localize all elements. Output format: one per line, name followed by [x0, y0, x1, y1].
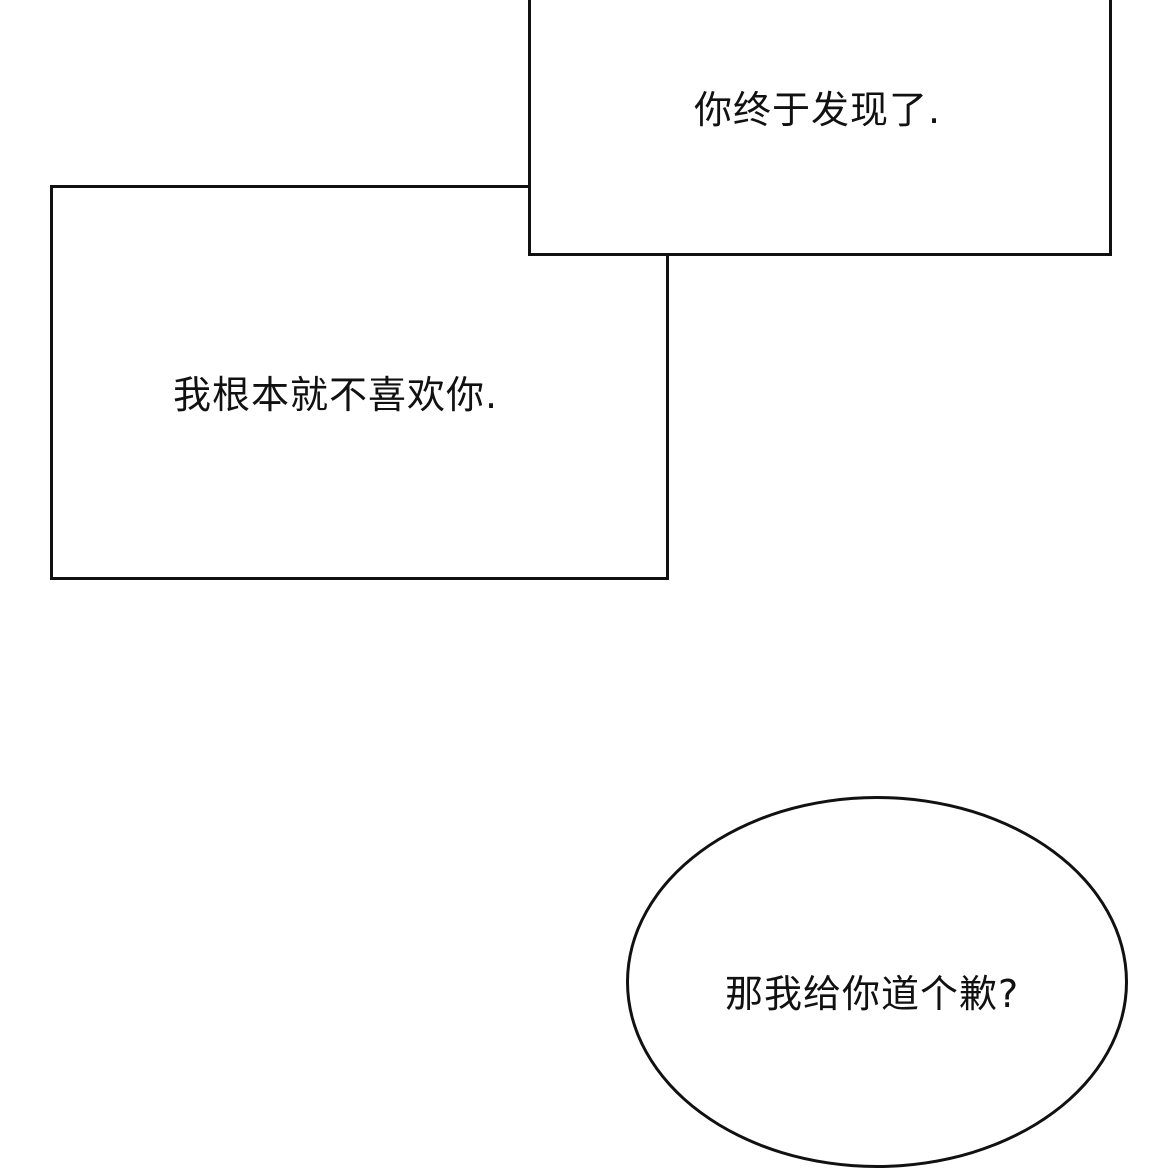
narration-text: 我根本就不喜欢你. [173, 373, 499, 417]
narration-text: 你终于发现了. [694, 88, 942, 132]
speech-text: 那我给你道个歉? [725, 972, 1020, 1016]
speech-bubble: 那我给你道个歉? [626, 796, 1128, 1168]
narration-box-top-right: 你终于发现了. [528, 0, 1112, 256]
